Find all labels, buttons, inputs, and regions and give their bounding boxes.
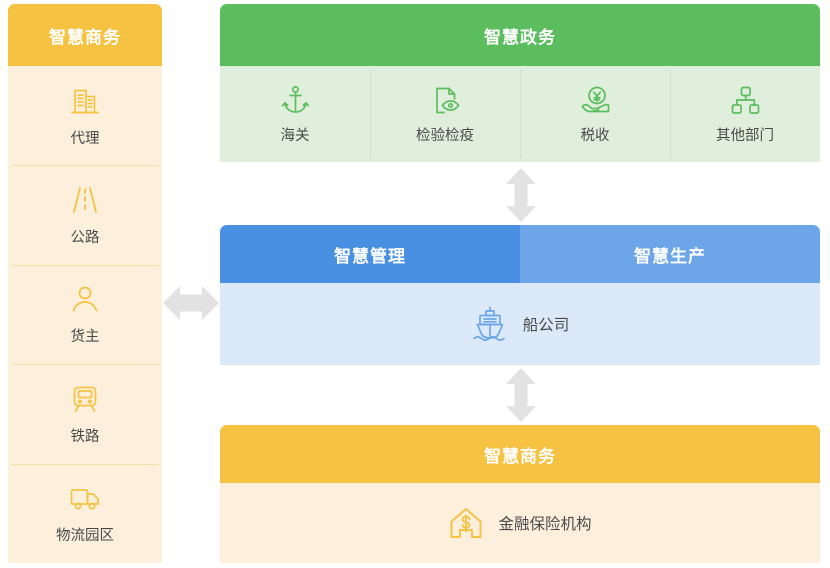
gov-cell-customs[interactable]: 海关 (220, 66, 370, 162)
anchor-icon (279, 84, 312, 117)
arrow-ops-biz-icon (504, 367, 538, 423)
business-entity-label: 金融保险机构 (498, 516, 592, 533)
panel-header-smart-production: 智慧生产 (520, 225, 820, 283)
house-dollar-icon (448, 505, 484, 541)
panel-header-smart-management: 智慧管理 (220, 225, 520, 283)
panel-smart-government: 智慧政务 海关 (220, 4, 820, 162)
hand-yuan-icon (579, 84, 612, 117)
sidebar-item-label: 铁路 (70, 428, 100, 445)
train-icon (68, 382, 102, 416)
panel-header-smart-government: 智慧政务 (220, 4, 820, 66)
sidebar-item-agent[interactable]: 代理 (8, 66, 162, 165)
panel-header-smart-business-bottom: 智慧商务 (220, 425, 820, 483)
gov-cell-label: 其他部门 (716, 127, 774, 144)
operations-header-row: 智慧管理 智慧生产 (220, 225, 820, 283)
sidebar-smart-business: 智慧商务 代理 (8, 4, 162, 563)
sidebar-item-label: 物流园区 (56, 528, 114, 545)
sidebar-item-railway[interactable]: 铁路 (8, 364, 162, 463)
gov-cell-inspection-quarantine[interactable]: 检验检疫 (370, 66, 520, 162)
sidebar-list: 代理 公路 货主 (8, 66, 162, 563)
sidebar-item-label: 代理 (70, 130, 100, 147)
gov-cell-other-departments[interactable]: 其他部门 (670, 66, 820, 162)
operations-entity-row[interactable]: 船公司 (220, 283, 820, 365)
sidebar-item-logistics-park[interactable]: 物流园区 (8, 463, 162, 563)
arrow-gov-ops-icon (504, 167, 538, 223)
gov-cell-label: 税收 (580, 127, 610, 144)
gov-cell-taxation[interactable]: 税收 (520, 66, 670, 162)
truck-icon (68, 481, 102, 515)
operations-entity-label: 船公司 (522, 317, 570, 334)
sidebar-item-highway[interactable]: 公路 (8, 165, 162, 264)
sidebar-item-label: 公路 (70, 230, 100, 247)
highway-icon (68, 183, 102, 217)
panel-operations: 智慧管理 智慧生产 船公司 (220, 225, 820, 365)
document-eye-icon (429, 84, 462, 117)
person-icon (68, 282, 102, 316)
government-cell-row: 海关 检验检疫 (220, 66, 820, 162)
arrow-sidebar-ops-icon (162, 282, 220, 324)
building-icon (68, 84, 102, 118)
gov-cell-label: 海关 (280, 127, 310, 144)
sidebar-header: 智慧商务 (8, 4, 162, 66)
ship-icon (471, 305, 509, 343)
sidebar-item-label: 货主 (70, 329, 100, 346)
panel-smart-business-bottom: 智慧商务 金融保险机构 (220, 425, 820, 563)
business-entity-row[interactable]: 金融保险机构 (220, 483, 820, 563)
gov-cell-label: 检验检疫 (416, 127, 474, 144)
org-chart-icon (729, 84, 762, 117)
sidebar-item-cargo-owner[interactable]: 货主 (8, 264, 162, 364)
